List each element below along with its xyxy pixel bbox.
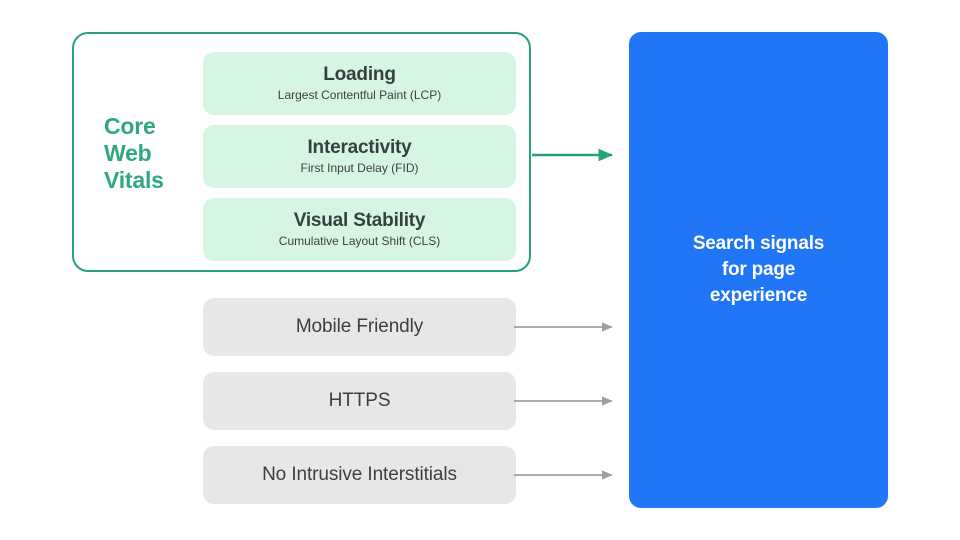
- core-web-vitals-label-line-3: Vitals: [104, 167, 164, 193]
- search-signals-panel: Search signals for page experience: [629, 32, 888, 508]
- search-signals-text: Search signals for page experience: [692, 233, 825, 306]
- signal-label: No Intrusive Interstitials: [262, 464, 457, 485]
- vital-subtitle: Largest Contentful Paint (LCP): [277, 88, 442, 102]
- vital-title: Interactivity: [307, 137, 412, 158]
- vital-card-visual-stability: Visual Stability Cumulative Layout Shift…: [203, 198, 516, 261]
- vital-title: Loading: [323, 64, 396, 85]
- signal-card-mobile-friendly: Mobile Friendly: [203, 298, 516, 356]
- vital-subtitle: Cumulative Layout Shift (CLS): [278, 234, 441, 248]
- core-web-vitals-label-line-2: Web: [104, 140, 152, 166]
- core-web-vitals-label: Core Web Vitals: [104, 113, 200, 194]
- signal-label: HTTPS: [328, 390, 391, 411]
- signal-label: Mobile Friendly: [295, 316, 424, 337]
- signal-card-https: HTTPS: [203, 372, 516, 430]
- vital-card-loading: Loading Largest Contentful Paint (LCP): [203, 52, 516, 115]
- core-web-vitals-label-line-1: Core: [104, 113, 156, 139]
- vital-card-interactivity: Interactivity First Input Delay (FID): [203, 125, 516, 188]
- vital-subtitle: First Input Delay (FID): [300, 161, 419, 175]
- signal-card-no-intrusive-interstitials: No Intrusive Interstitials: [203, 446, 516, 504]
- core-web-vitals-group: [72, 32, 531, 272]
- vital-title: Visual Stability: [293, 210, 426, 231]
